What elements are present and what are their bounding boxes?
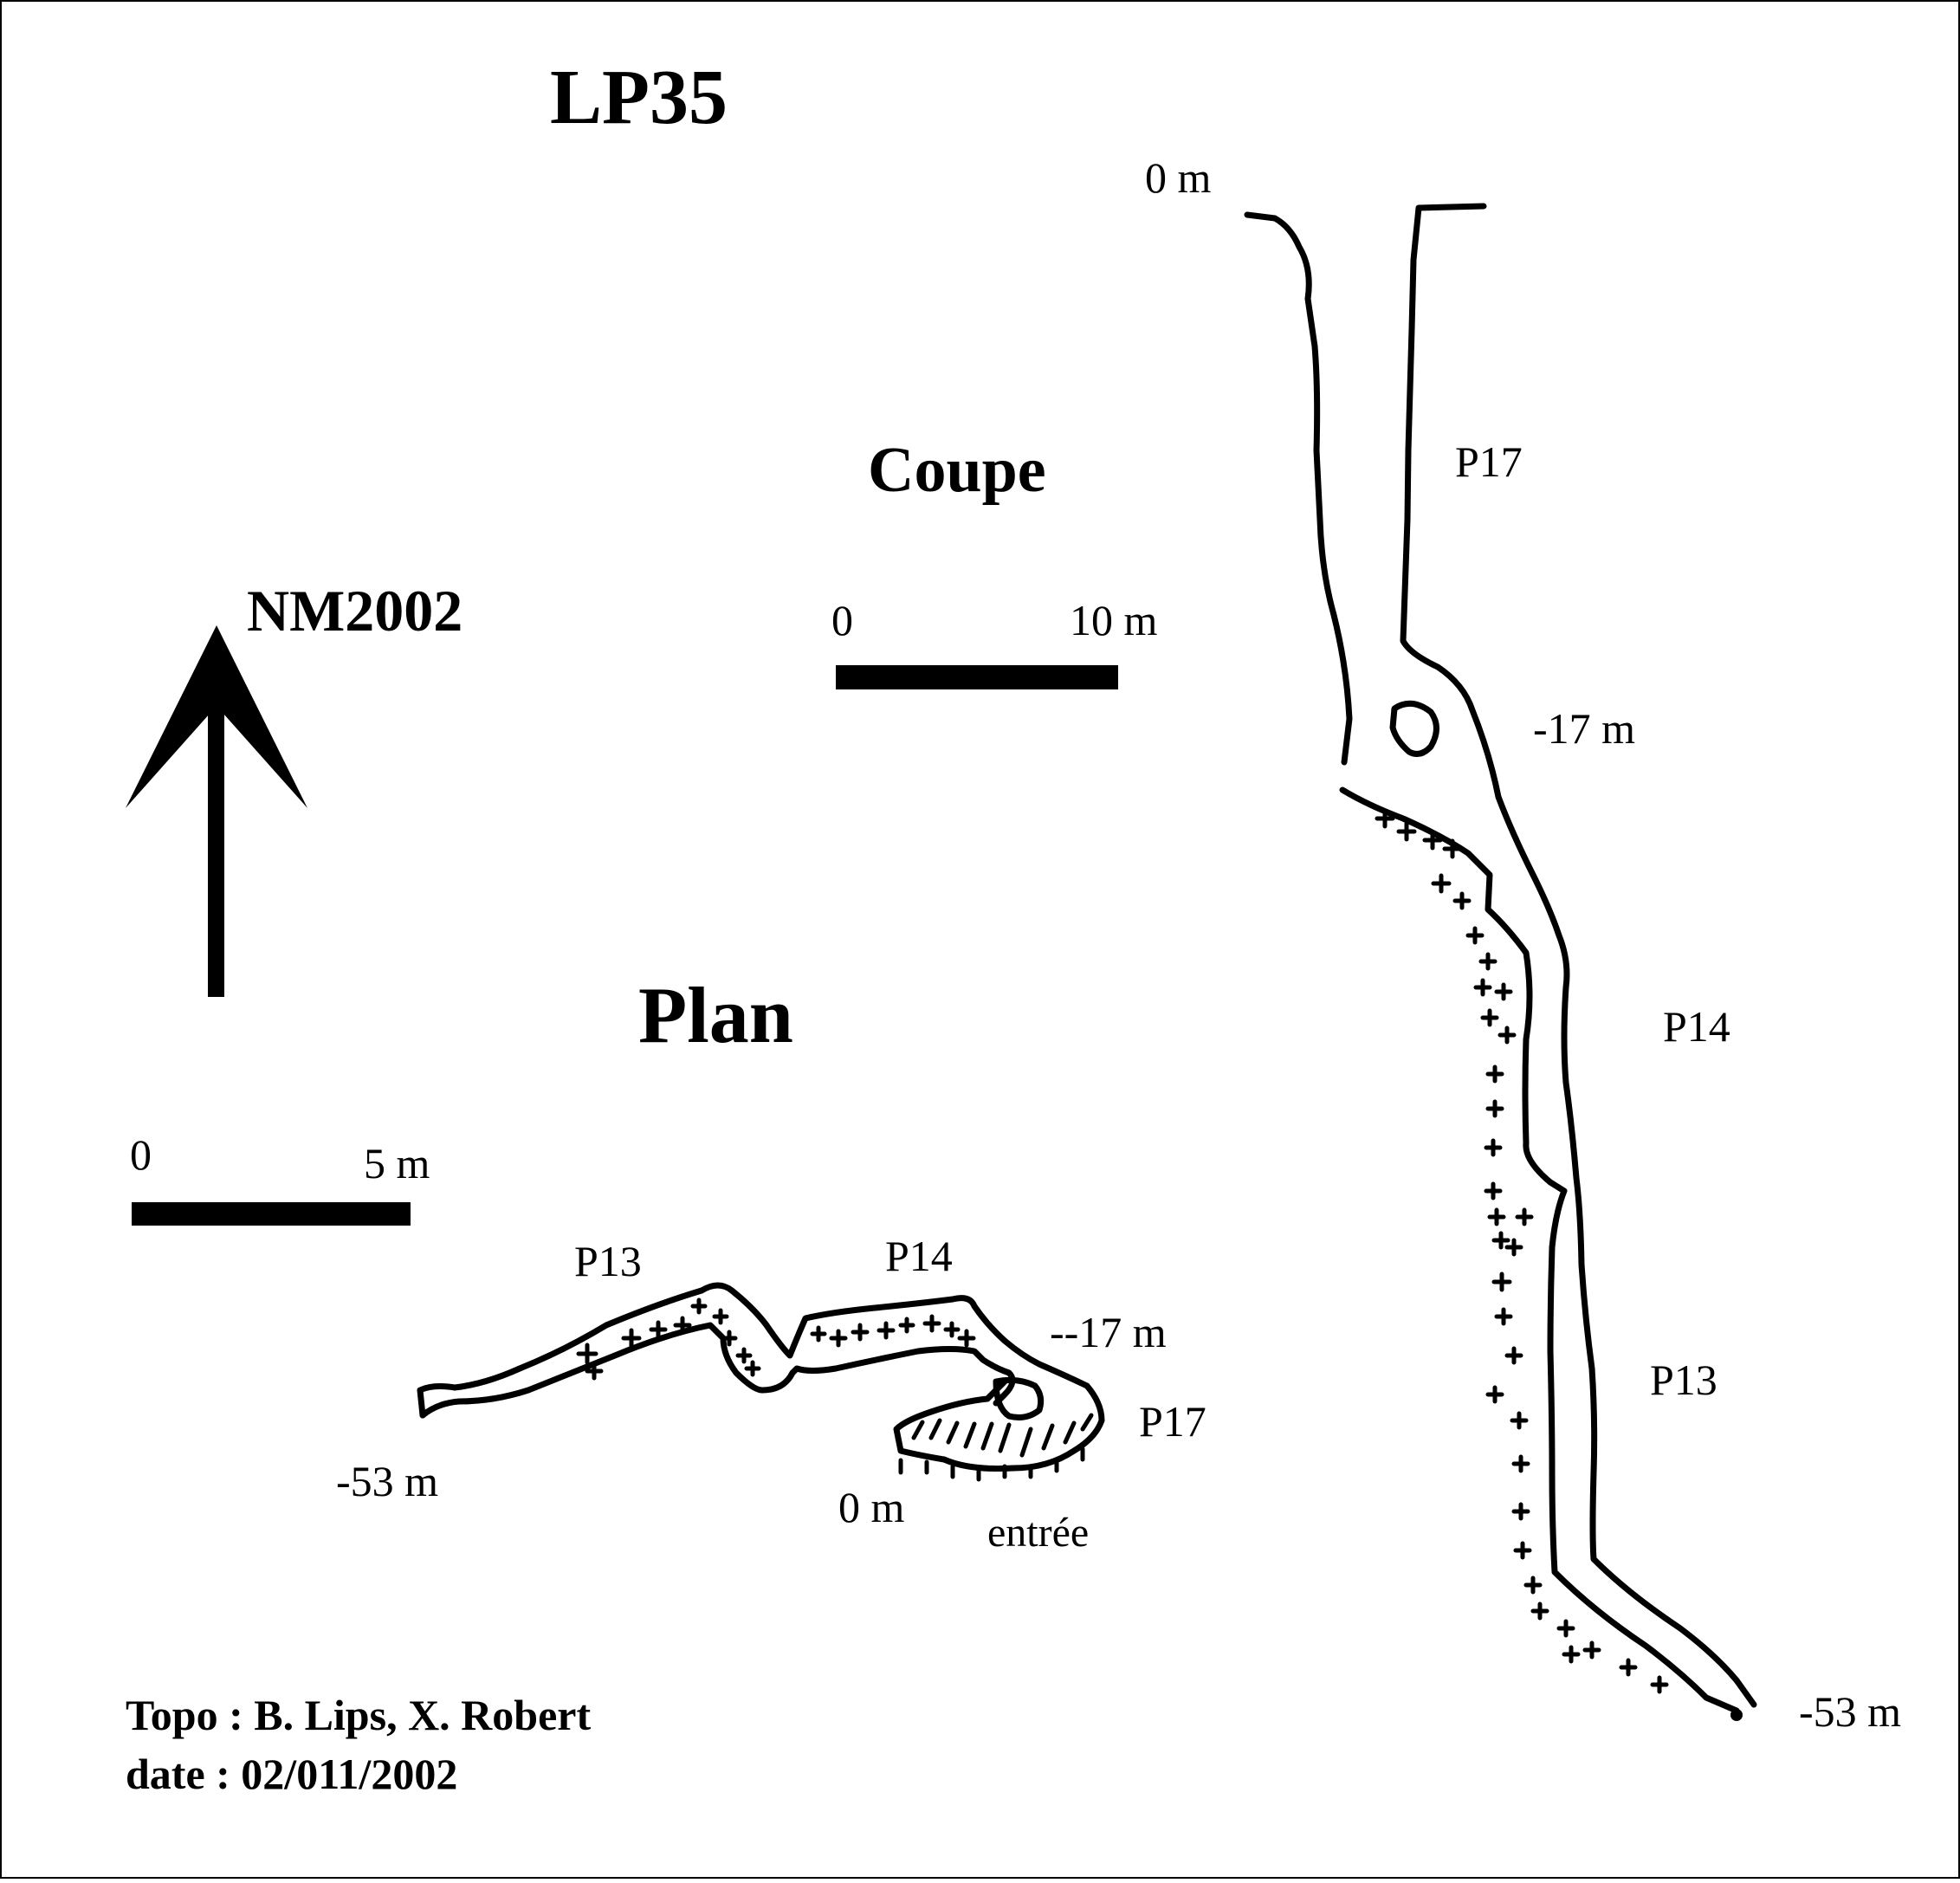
plan-floor-debris — [576, 1297, 1094, 1482]
credits-date: date : 02/011/2002 — [126, 1750, 457, 1798]
section-label-0m: 0 m — [1145, 153, 1212, 202]
plan-label-0m: 0 m — [838, 1483, 905, 1531]
plan-scale-end: 5 m — [364, 1139, 430, 1187]
credits-topo: Topo : B. Lips, X. Robert — [126, 1691, 591, 1739]
section-label-p17: P17 — [1455, 437, 1523, 486]
section-label-17m: -17 m — [1533, 704, 1635, 753]
plan-scale-start: 0 — [130, 1130, 152, 1179]
plan-label-p17: P17 — [1139, 1397, 1206, 1446]
section-title: Coupe — [868, 435, 1046, 506]
north-label: NM2002 — [247, 578, 463, 644]
plan-label-entrance: entrée — [987, 1510, 1089, 1556]
section-scale-bar — [836, 665, 1118, 689]
section-label-p13: P13 — [1650, 1356, 1717, 1404]
plan-scale-bar — [132, 1202, 411, 1226]
section-floor-debris — [1375, 808, 1669, 1694]
plan-label-17m: --17 m — [1050, 1308, 1167, 1356]
section-label-53m: -53 m — [1799, 1687, 1901, 1736]
plan-label-53m: -53 m — [336, 1457, 438, 1505]
section-label-p14: P14 — [1663, 1002, 1730, 1051]
plan-label-p14: P14 — [885, 1232, 953, 1280]
north-arrow-icon — [126, 625, 307, 997]
plan-cave-outline — [417, 1282, 1105, 1472]
plan-title: Plan — [638, 971, 793, 1059]
plan-label-p13: P13 — [574, 1237, 642, 1285]
section-cave-profile — [1244, 203, 1757, 1721]
map-title: LP35 — [550, 55, 728, 140]
section-scale-end: 10 m — [1070, 596, 1158, 644]
section-scale-start: 0 — [831, 596, 853, 644]
